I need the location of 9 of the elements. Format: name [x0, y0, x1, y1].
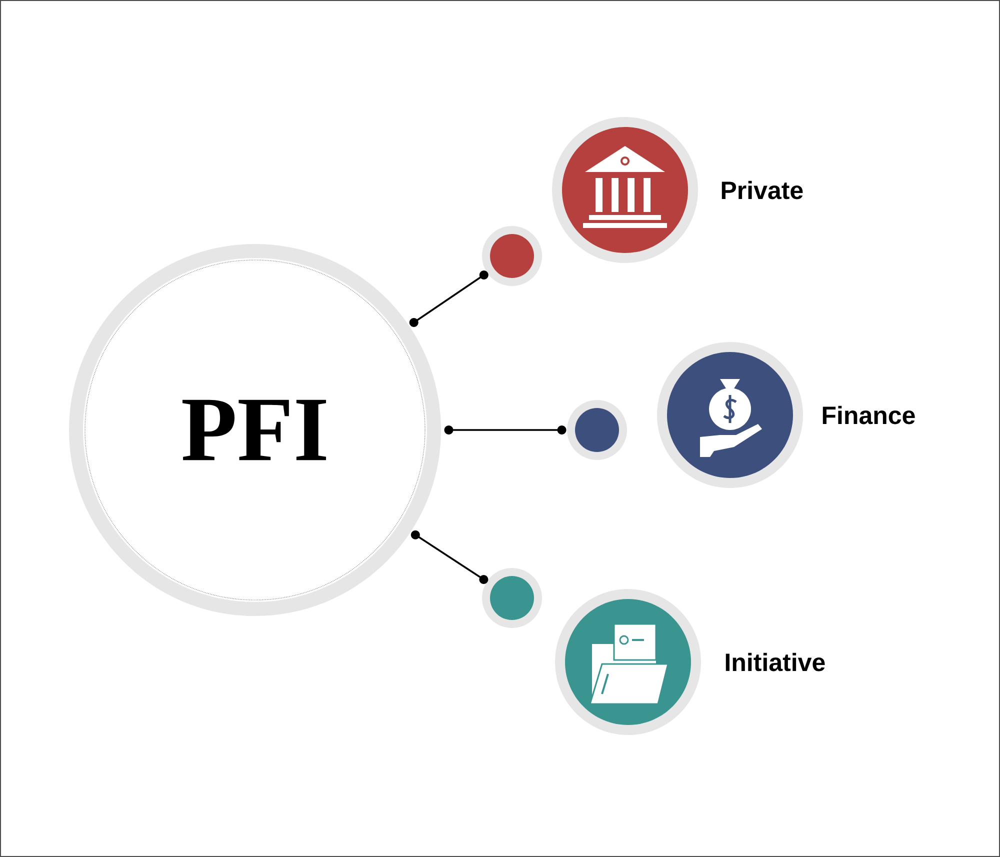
item-label: Finance: [822, 406, 915, 424]
connector-line: [410, 530, 488, 584]
connector-line: [409, 270, 488, 327]
dot-circle: [567, 400, 627, 460]
dot-circle: [482, 226, 542, 286]
item-label: Initiative: [726, 652, 825, 672]
item-label: Private: [722, 180, 803, 200]
dot-circle: [482, 568, 542, 628]
connector-line: [444, 426, 566, 434]
